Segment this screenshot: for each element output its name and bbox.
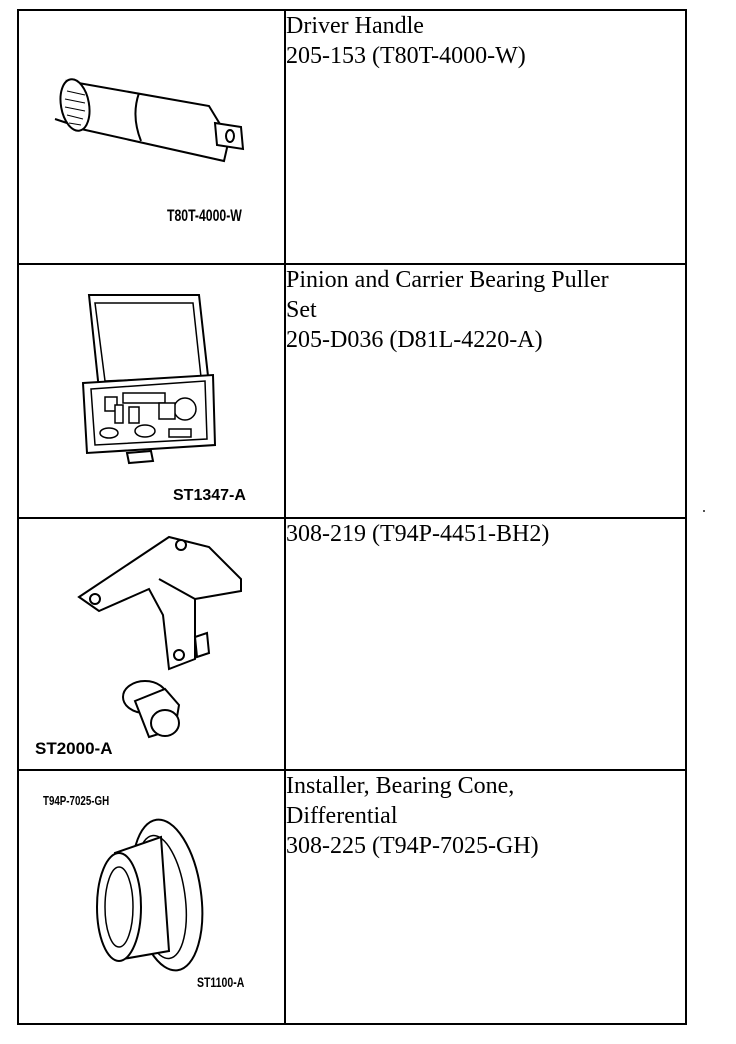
tool-description-cell: Driver Handle 205-153 (T80T-4000-W) bbox=[284, 9, 687, 265]
tool-name: Installer, Bearing Cone, bbox=[286, 773, 515, 799]
scan-speck bbox=[703, 510, 705, 512]
tool-description-cell: Installer, Bearing Cone, Differential 30… bbox=[284, 769, 687, 1025]
table-row: ST2000-A 308-219 (T94P-4451-BH2) bbox=[17, 517, 687, 771]
tool-name: Pinion and Carrier Bearing Puller bbox=[286, 267, 609, 293]
illustration-code-label: T80T-4000-W bbox=[167, 206, 242, 225]
special-tools-table: T80T-4000-W Driver Handle 205-153 (T80T-… bbox=[17, 9, 687, 1025]
tool-illustration-cell: T80T-4000-W bbox=[17, 9, 286, 265]
illustration-code-label: ST1347-A bbox=[173, 487, 246, 504]
puller-set-case-illustration bbox=[81, 294, 217, 465]
tool-part-number: 308-225 (T94P-7025-GH) bbox=[286, 833, 539, 859]
illustration-code-label: T94P-7025-GH bbox=[43, 793, 110, 808]
tool-illustration-cell: T94P-7025-GH ST1100-A bbox=[17, 769, 286, 1025]
driver-handle-illustration bbox=[54, 78, 245, 163]
table-row: ST1347-A Pinion and Carrier Bearing Pull… bbox=[17, 263, 687, 519]
illustration-code-label: ST1100-A bbox=[197, 974, 245, 990]
bearing-cone-installer-illustration bbox=[96, 818, 204, 972]
table-row: T94P-7025-GH ST1100-A Installer, Bearing… bbox=[17, 769, 687, 1025]
tool-part-number: 205-153 (T80T-4000-W) bbox=[286, 43, 526, 69]
tool-description-cell: Pinion and Carrier Bearing Puller Set 20… bbox=[284, 263, 687, 519]
table-row: T80T-4000-W Driver Handle 205-153 (T80T-… bbox=[17, 9, 687, 265]
tool-part-number: 308-219 (T94P-4451-BH2) bbox=[286, 521, 550, 547]
tool-illustration-cell: ST1347-A bbox=[17, 263, 286, 519]
tool-name-continued: Set bbox=[286, 297, 317, 323]
tool-part-number: 205-D036 (D81L-4220-A) bbox=[286, 327, 543, 353]
illustration-code-label: ST2000-A bbox=[35, 739, 113, 758]
bracket-adapter-illustration bbox=[77, 535, 242, 739]
tool-name: Driver Handle bbox=[286, 13, 424, 39]
tool-name-continued: Differential bbox=[286, 803, 398, 829]
tool-illustration-cell: ST2000-A bbox=[17, 517, 286, 771]
tool-description-cell: 308-219 (T94P-4451-BH2) bbox=[284, 517, 687, 771]
